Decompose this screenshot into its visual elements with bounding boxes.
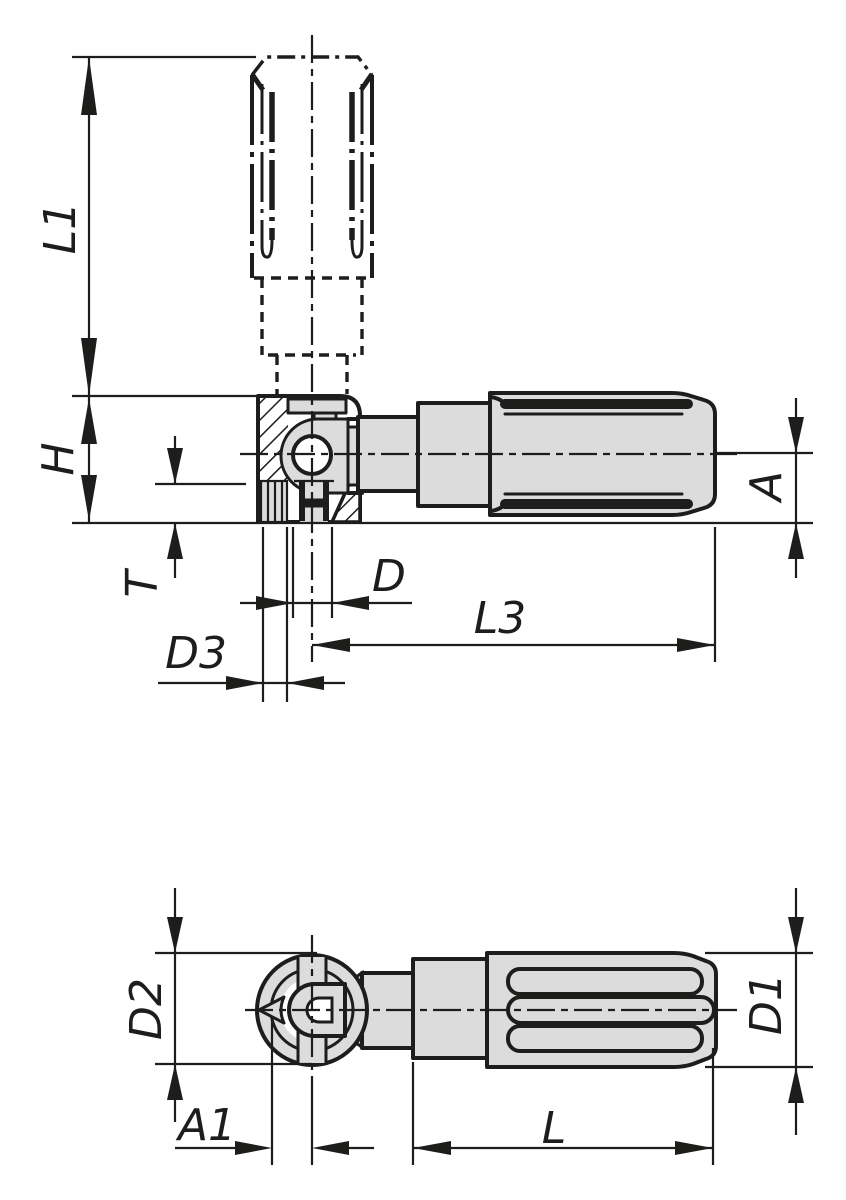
grip-groove-hook [490,395,508,406]
grip-slot-bottom [506,1024,704,1053]
dim-label-d: D [372,551,406,602]
dimension-d: D [240,551,412,610]
dim-label-d1: D1 [741,973,792,1035]
dim-label-a1: A1 [175,1100,236,1151]
handle-collar-side [411,957,489,1060]
dimension-l: L [413,1103,713,1155]
dimension-a: A [741,398,804,578]
grip-slot-top [506,967,704,996]
dim-label-d2: D2 [121,978,172,1040]
dimension-h: H [33,396,97,523]
dim-label-h: H [33,442,84,475]
phantom-groove-end [350,239,364,259]
dimension-d2: D2 [121,888,183,1122]
dim-label-t: T [117,567,168,597]
dimension-d3: D3 [158,628,345,690]
front-view: L1 H T D L3 [33,35,813,702]
dim-label-l: L [542,1103,567,1154]
clamp-base-section [256,394,364,524]
handle-grip [488,391,717,517]
grip-groove-hook [490,502,508,513]
dimension-l1: L1 [35,57,97,396]
dimension-l3: L3 [312,593,715,652]
dimension-d1: D1 [741,888,804,1135]
dim-label-d3: D3 [165,628,227,679]
dimension-a1: A1 [175,1100,374,1155]
bottom-view: D2 A1 L D1 [121,888,813,1165]
dimension-t: T [117,436,183,597]
dim-label-l3: L3 [474,593,527,644]
dim-label-a: A [741,471,792,504]
dim-label-l1: L1 [35,202,86,255]
phantom-groove-end [260,239,274,259]
clamp-top-bar [286,397,348,415]
